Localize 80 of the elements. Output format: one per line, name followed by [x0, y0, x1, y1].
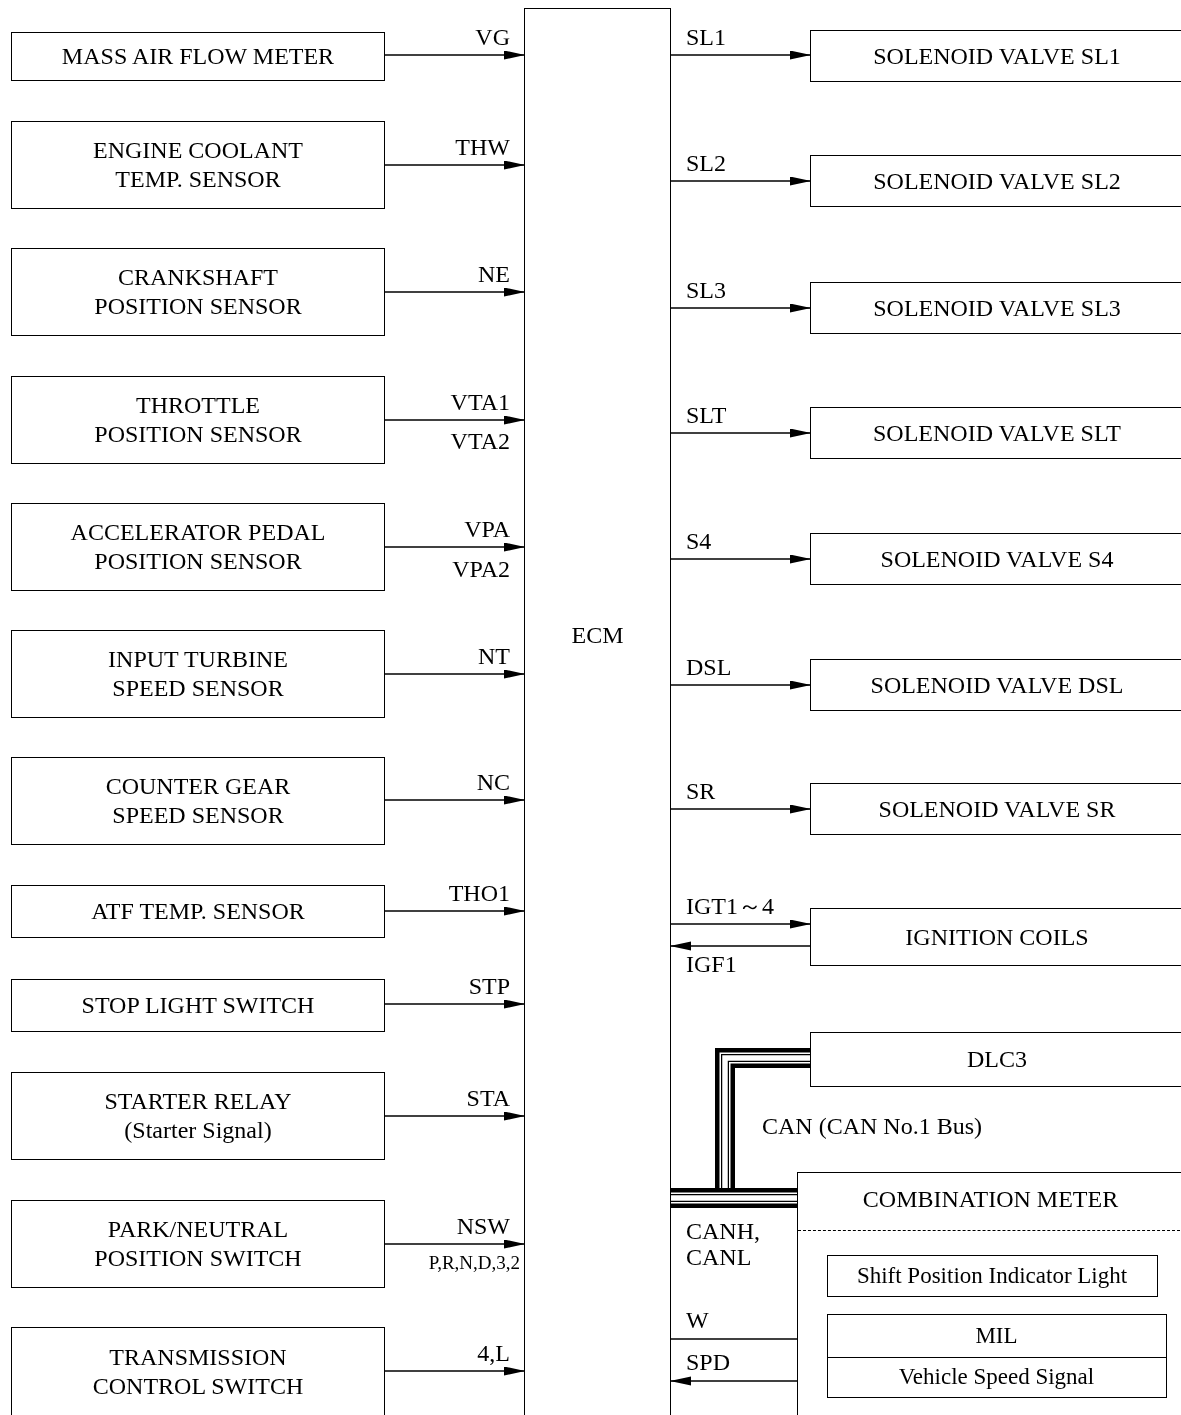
box-label: Shift Position Indicator Light	[856, 1261, 1128, 1290]
box-label: TRANSMISSION CONTROL SWITCH	[91, 1343, 305, 1401]
box-label: ENGINE COOLANT TEMP. SENSOR	[92, 136, 304, 194]
box-label: ATF TEMP. SENSOR	[91, 897, 305, 926]
component-box	[11, 1200, 385, 1288]
component-box	[810, 533, 1181, 585]
box-label: COUNTER GEAR SPEED SENSOR	[104, 772, 292, 830]
component-box	[810, 30, 1181, 82]
component-box	[11, 503, 385, 591]
signal-label: NT	[478, 643, 510, 670]
signal-label: P,R,N,D,3,2	[428, 1253, 520, 1274]
box-label: SOLENOID VALVE SL3	[873, 293, 1121, 323]
component-box	[11, 376, 385, 464]
indicator-box	[826, 1313, 1167, 1358]
signal-label: STP	[468, 973, 510, 1000]
box-label: MASS AIR FLOW METER	[61, 42, 335, 71]
component-box	[810, 282, 1181, 334]
signal-label: NSW	[456, 1213, 510, 1240]
component-box	[11, 1327, 385, 1415]
box-label: ECM	[571, 621, 624, 650]
signal-label: IGT1～4	[686, 893, 774, 920]
signal-label: NC	[476, 769, 510, 796]
component-box	[810, 908, 1181, 966]
signal-label: THW	[455, 134, 510, 161]
signal-label: SLT	[686, 402, 727, 429]
signal-label: IGF1	[686, 951, 737, 978]
signal-label: DSL	[686, 654, 732, 681]
box-label: SOLENOID VALVE SL1	[873, 41, 1121, 71]
component-box	[11, 121, 385, 209]
box-label: INPUT TURBINE SPEED SENSOR	[107, 645, 289, 703]
box-label: STARTER RELAY (Starter Signal)	[103, 1087, 293, 1145]
signal-label: SL2	[686, 150, 726, 177]
box-label: DLC3	[967, 1045, 1027, 1074]
component-box	[11, 757, 385, 845]
signal-label: VTA2	[450, 428, 510, 455]
component-box	[810, 659, 1181, 711]
bus-label: CAN (CAN No.1 Bus)	[762, 1113, 982, 1140]
box-label: SOLENOID VALVE SR	[878, 794, 1116, 824]
component-box	[11, 248, 385, 336]
component-box	[810, 1032, 1181, 1087]
component-box	[810, 783, 1181, 835]
box-label: SOLENOID VALVE S4	[880, 544, 1114, 574]
indicator-box	[826, 1356, 1167, 1398]
box-label: PARK/NEUTRAL POSITION SWITCH	[93, 1215, 303, 1273]
signal-label: VG	[475, 24, 510, 51]
component-box	[11, 979, 385, 1032]
signal-label: SR	[686, 778, 716, 805]
box-label: ACCELERATOR PEDAL POSITION SENSOR	[69, 518, 327, 576]
box-label: MIL	[975, 1321, 1018, 1350]
meter-panel	[797, 1172, 1181, 1415]
component-box	[11, 32, 385, 81]
box-label: STOP LIGHT SWITCH	[81, 991, 315, 1020]
signal-label: SL3	[686, 277, 726, 304]
component-box	[810, 407, 1181, 459]
box-label: SOLENOID VALVE SL2	[873, 166, 1121, 196]
signal-label: NE	[478, 261, 510, 288]
signal-label: CANH, CANL	[686, 1218, 761, 1271]
signal-label: THO1	[448, 880, 510, 907]
box-label: COMBINATION METER	[862, 1185, 1119, 1214]
component-box	[11, 630, 385, 718]
box-label: SOLENOID VALVE DSL	[870, 670, 1124, 700]
signal-label: VPA	[464, 516, 510, 543]
signal-label: 4,L	[477, 1340, 510, 1367]
signal-label: SL1	[686, 24, 726, 51]
signal-label: STA	[466, 1085, 510, 1112]
box-label: SOLENOID VALVE SLT	[872, 418, 1121, 448]
box-label: Vehicle Speed Signal	[898, 1363, 1095, 1391]
signal-label: S4	[686, 528, 712, 555]
box-label: THROTTLE POSITION SENSOR	[93, 391, 303, 449]
signal-label: VPA2	[452, 556, 510, 583]
box-label: IGNITION COILS	[905, 922, 1089, 952]
indicator-box	[826, 1254, 1158, 1297]
control-unit-box	[524, 8, 671, 1415]
signal-label: W	[686, 1307, 709, 1334]
component-box	[810, 155, 1181, 207]
box-label: CRANKSHAFT POSITION SENSOR	[93, 263, 303, 321]
signal-label: SPD	[686, 1349, 731, 1376]
component-box	[11, 1072, 385, 1160]
component-box	[11, 885, 385, 938]
signal-label: VTA1	[450, 389, 510, 416]
